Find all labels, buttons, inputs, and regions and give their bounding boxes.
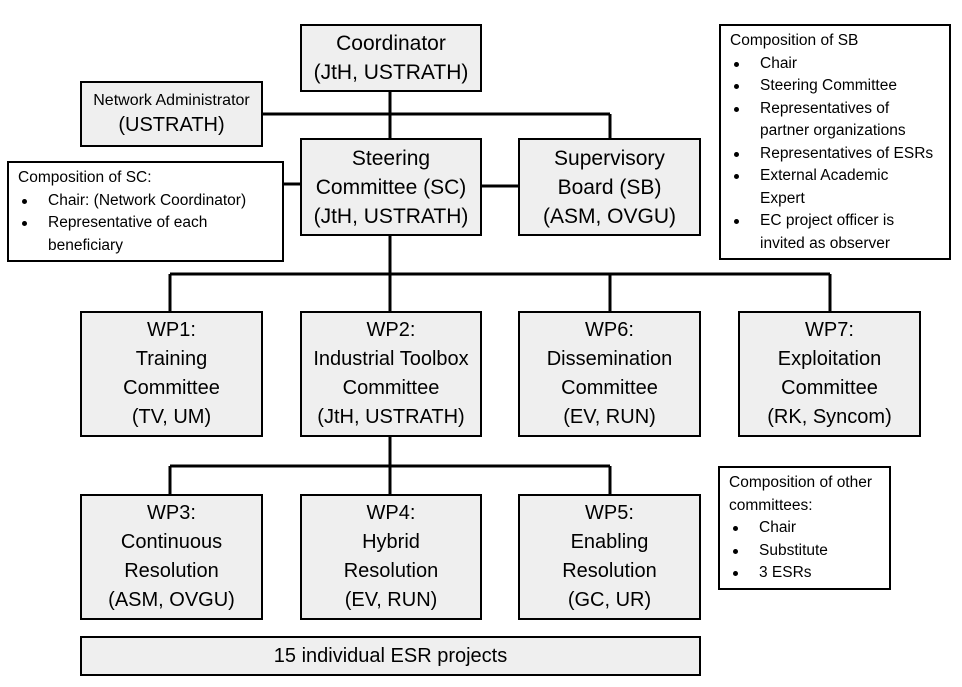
wp6-line3: Committee <box>561 377 658 399</box>
esr-projects-label: 15 individual ESR projects <box>273 644 508 667</box>
wp3-line3: Resolution <box>124 560 219 582</box>
wp5-line2: Enabling <box>570 531 649 553</box>
wp3-line2: Continuous <box>120 531 223 553</box>
wp1-label: WP1: <box>147 319 196 341</box>
wp7-line3: Committee <box>781 377 878 399</box>
supervisory-sub: (ASM, OVGU) <box>542 204 676 228</box>
wp1-partners: (TV, UM) <box>131 406 212 428</box>
wp2-partners: (JtH, USTRATH) <box>317 406 465 428</box>
sb-composition-item: Representatives of partner organizations <box>730 98 930 143</box>
steering-sub: (JtH, USTRATH) <box>313 204 469 228</box>
wp3-label: WP3: <box>147 502 196 524</box>
esr-projects-bar: 15 individual ESR projects <box>80 636 701 676</box>
wp1-line3: Committee <box>123 377 220 399</box>
network-admin-sub: (USTRATH) <box>118 113 225 136</box>
wp3-partners: (ASM, OVGU) <box>108 589 235 611</box>
supervisory-line2: Board (SB) <box>557 175 662 199</box>
wp4-partners: (EV, RUN) <box>344 589 438 611</box>
coordinator-box: Coordinator (JtH, USTRATH) <box>300 24 482 92</box>
wp2-line3: Committee <box>342 377 440 399</box>
wp4-line3: Resolution <box>343 560 439 582</box>
sb-composition-item: EC project officer is invited as observe… <box>730 210 925 255</box>
sb-composition-title: Composition of SB <box>730 32 859 49</box>
wp7-line2: Exploitation <box>777 348 882 370</box>
wp2-box: WP2: Industrial Toolbox Committee (JtH, … <box>300 311 482 437</box>
wp5-partners: (GC, UR) <box>567 589 652 611</box>
wp2-line2: Industrial Toolbox <box>313 348 469 370</box>
sc-composition-item: Chair: (Network Coordinator) <box>18 190 276 213</box>
other-composition-title: Composition of other committees: <box>729 474 873 514</box>
supervisory-board-box: Supervisory Board (SB) (ASM, OVGU) <box>518 138 701 236</box>
sb-composition-item: Chair <box>730 53 943 76</box>
wp3-box: WP3: Continuous Resolution (ASM, OVGU) <box>80 494 263 620</box>
other-composition-item: Substitute <box>729 540 883 563</box>
other-composition-item: 3 ESRs <box>729 562 883 585</box>
other-composition-item: Chair <box>729 517 883 540</box>
wp6-partners: (EV, RUN) <box>563 406 656 428</box>
wp1-line2: Training <box>135 348 208 370</box>
sb-composition-note: Composition of SB Chair Steering Committ… <box>719 24 951 260</box>
coordinator-sub: (JtH, USTRATH) <box>313 61 469 84</box>
wp5-box: WP5: Enabling Resolution (GC, UR) <box>518 494 701 620</box>
sb-composition-item: Representatives of ESRs <box>730 143 943 166</box>
wp6-line2: Dissemination <box>546 348 673 370</box>
wp7-label: WP7: <box>805 319 854 341</box>
wp4-box: WP4: Hybrid Resolution (EV, RUN) <box>300 494 482 620</box>
network-admin-box: Network Administrator (USTRATH) <box>80 81 263 147</box>
network-admin-title: Network Administrator <box>93 91 250 109</box>
wp4-label: WP4: <box>366 502 416 524</box>
wp6-box: WP6: Dissemination Committee (EV, RUN) <box>518 311 701 437</box>
wp5-line3: Resolution <box>562 560 657 582</box>
steering-committee-box: Steering Committee (SC) (JtH, USTRATH) <box>300 138 482 236</box>
supervisory-line1: Supervisory <box>554 146 665 170</box>
wp7-box: WP7: Exploitation Committee (RK, Syncom) <box>738 311 921 437</box>
wp4-line2: Hybrid <box>362 531 420 553</box>
wp1-box: WP1: Training Committee (TV, UM) <box>80 311 263 437</box>
sc-composition-item: Representative of each beneficiary <box>18 212 238 257</box>
wp5-label: WP5: <box>585 502 634 524</box>
steering-line1: Steering <box>351 146 431 170</box>
sc-composition-title: Composition of SC: <box>18 169 152 186</box>
sc-composition-note: Composition of SC: Chair: (Network Coord… <box>7 161 284 262</box>
wp7-partners: (RK, Syncom) <box>767 406 892 428</box>
coordinator-title: Coordinator <box>336 32 446 55</box>
sb-composition-item: External Academic Expert <box>730 165 910 210</box>
wp6-label: WP6: <box>585 319 634 341</box>
steering-line2: Committee (SC) <box>315 175 467 199</box>
other-composition-note: Composition of other committees: Chair S… <box>718 466 891 590</box>
sb-composition-item: Steering Committee <box>730 75 943 98</box>
wp2-label: WP2: <box>366 319 416 341</box>
